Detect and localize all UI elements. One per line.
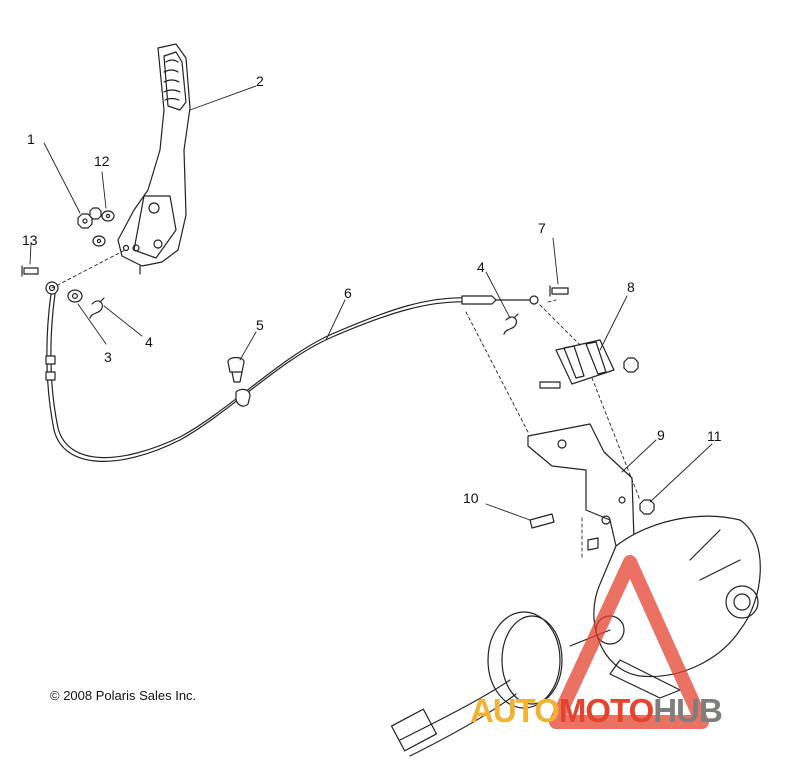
callout-5: 5 xyxy=(256,317,264,333)
assembly-lines xyxy=(51,249,641,561)
brake-caliper xyxy=(539,339,639,389)
leader-lines xyxy=(29,85,713,521)
callout-13: 13 xyxy=(22,232,38,248)
caliper-bracket xyxy=(527,423,635,547)
pedal-fasteners xyxy=(77,207,115,247)
callout-1: 1 xyxy=(27,131,35,147)
bracket-bolt xyxy=(529,499,655,551)
callout-4-left: 4 xyxy=(145,334,153,350)
callout-7: 7 xyxy=(538,220,546,236)
cable-washer-and-clip xyxy=(67,289,519,335)
push-rivet xyxy=(227,356,245,383)
callout-9: 9 xyxy=(657,427,665,443)
callout-12: 12 xyxy=(94,153,110,169)
callout-10: 10 xyxy=(463,490,479,506)
watermark-hub: HUB xyxy=(653,692,722,729)
brake-pedal xyxy=(117,43,191,275)
callout-8: 8 xyxy=(627,279,635,295)
callout-2: 2 xyxy=(256,73,264,89)
watermark-auto: AUTO xyxy=(470,692,560,729)
callout-4-right: 4 xyxy=(477,259,485,275)
callout-11: 11 xyxy=(707,428,722,444)
callout-6: 6 xyxy=(344,285,352,301)
brake-cable xyxy=(45,281,539,462)
clevis-pin xyxy=(21,265,39,277)
copyright-notice: © 2008 Polaris Sales Inc. xyxy=(50,688,197,703)
warning-triangle-logo-icon xyxy=(549,555,709,729)
watermark-wordmark: AUTOMOTOHUB xyxy=(470,692,723,730)
upper-pin xyxy=(549,285,569,297)
callout-3: 3 xyxy=(104,349,112,365)
watermark-moto: MOTO xyxy=(558,692,654,729)
gearcase-assembly xyxy=(390,515,761,757)
